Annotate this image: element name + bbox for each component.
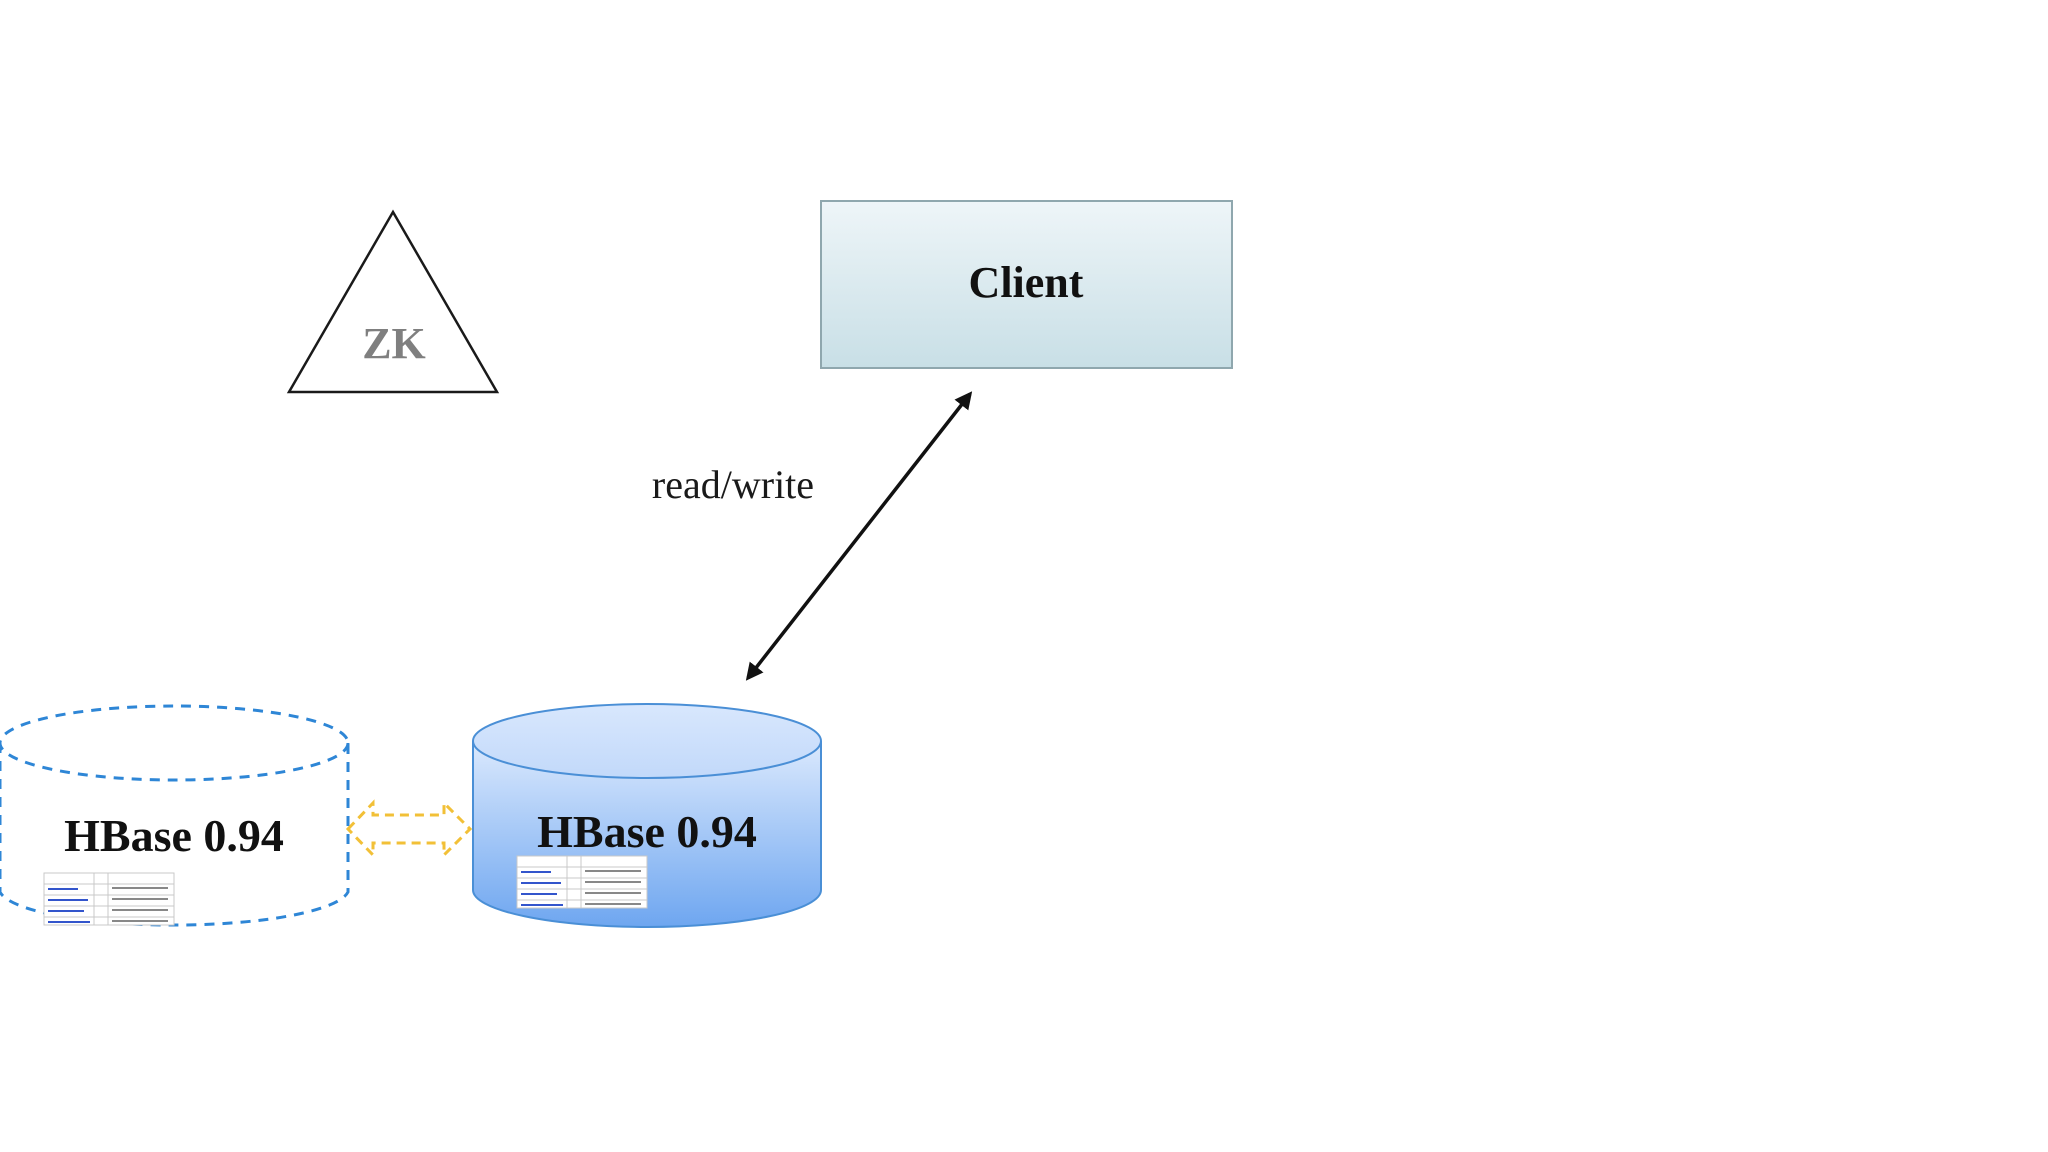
client-label: Client (969, 258, 1084, 307)
read-write-connection: read/write (652, 391, 973, 681)
replication-link (345, 799, 473, 859)
replication-double-arrow (345, 799, 473, 859)
replica-cluster-label: HBase 0.94 (64, 810, 284, 861)
replica-table-thumbnail (43, 872, 175, 926)
replica-cylinder-top (0, 704, 350, 782)
active-cluster-label: HBase 0.94 (537, 806, 757, 857)
zookeeper-node: ZK (286, 209, 500, 394)
read-write-label: read/write (652, 462, 814, 507)
active-hbase-cluster: HBase 0.94 (472, 703, 822, 928)
zookeeper-label: ZK (362, 319, 426, 368)
active-cylinder-top (472, 703, 822, 779)
client-box (820, 200, 1233, 369)
active-table-thumbnail (516, 855, 648, 909)
replica-hbase-cluster: HBase 0.94 (0, 704, 350, 927)
zookeeper-triangle (286, 209, 500, 394)
client-node: Client (820, 200, 1233, 369)
read-write-arrow (745, 391, 973, 681)
